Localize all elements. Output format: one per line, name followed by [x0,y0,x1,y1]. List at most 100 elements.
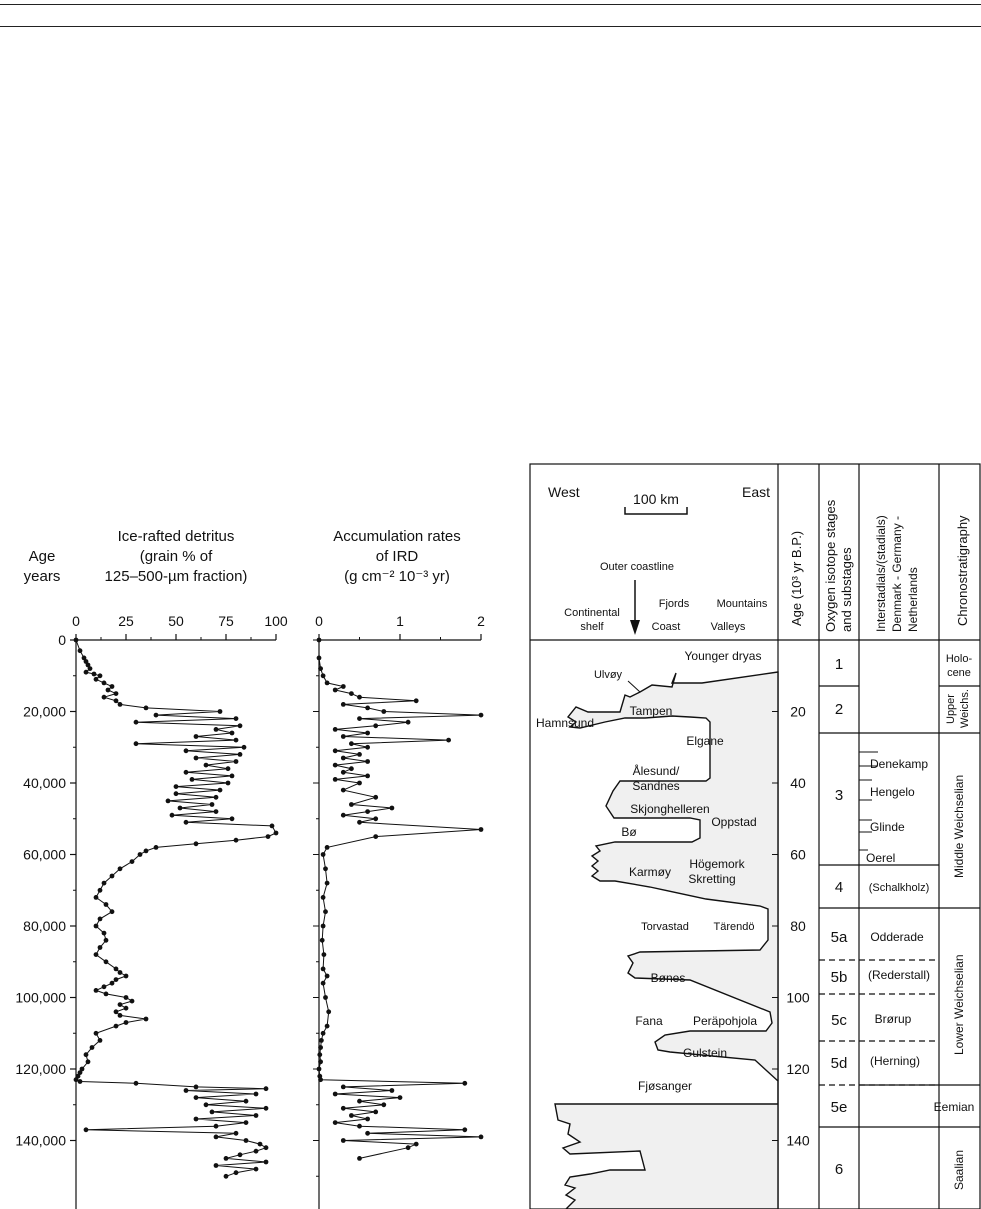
ird-data-point [117,1013,123,1018]
inter-header-1: Interstadials/(stadials) [874,515,888,632]
acc-data-point [323,909,328,915]
acc-data-point [357,752,362,757]
ird-data-point [223,1156,229,1161]
hamnsund-label: Hamnsund [536,716,594,730]
ird-data-point [193,1095,199,1100]
acc-data-point [332,748,338,754]
holocene-label-2: cene [947,667,971,679]
acc-data-point [357,716,362,721]
ird-data-point [189,777,195,782]
ird-data-point [133,741,139,747]
stage-4: 4 [835,879,843,896]
ird-data-point [183,1088,189,1093]
ird-data-point [253,1166,259,1172]
acc-data-point [357,1156,362,1161]
ird-data-point [113,1023,119,1029]
ird-data-point [79,1066,85,1072]
ird-data-point [243,1098,249,1104]
ird-xtick-label: 75 [218,613,234,629]
ird-data-point [241,744,247,750]
acc-data-point [397,1095,403,1100]
age-tick-label: 60 [790,847,806,863]
brorup-label: Brørup [875,1012,912,1026]
acc-data-point [332,1120,338,1125]
acc-data-point [349,691,354,696]
lower-weichselian-label: Lower Weichselian [952,955,966,1056]
ird-data-point [269,823,275,829]
acc-data-point [365,759,370,764]
age-axis-title-2: years [24,568,61,585]
ird-data-point [225,780,231,786]
acc-data-point [332,762,338,768]
glinde-label: Glinde [870,820,905,834]
schalkholz-label: (Schalkholz) [869,882,930,894]
ird-data-point [97,1038,103,1043]
acc-data-point [320,923,326,929]
ird-data-point [93,676,99,682]
ird-data-point [243,1120,249,1125]
hengelo-label: Hengelo [870,785,915,799]
ird-data-point [103,937,109,943]
age-column-header: Age (10³ yr B.P.) [789,531,804,626]
ird-data-point [123,995,129,1000]
stage-6: 6 [835,1161,843,1178]
age-tick-label: 100 [786,990,810,1006]
upper-weichs-label-2: Weichs. [959,689,971,728]
ird-data-point [103,959,109,965]
ird-xtick-label: 25 [118,613,134,629]
acc-data-point [332,777,338,782]
ird-data-point [109,873,115,879]
strat-frame [529,463,981,1209]
ird-data-point [113,698,119,704]
ird-data-point [101,984,107,990]
ird-data-point [213,727,219,732]
oppstad-label: Oppstad [711,815,756,829]
bo-label: Bø [621,825,637,839]
acc-data-point [357,694,362,700]
ird-data-point [183,819,189,825]
acc-subtitle: of IRD [376,548,419,565]
skretting-label: Skretting [688,872,735,886]
acc-data-point [332,1091,338,1097]
acc-data-point [324,880,330,886]
ird-data-point [101,880,107,886]
odderade-label: Odderade [870,930,924,944]
west-label: West [548,484,580,500]
eemian-label: Eemian [934,1100,975,1114]
ird-data-point [263,1145,269,1151]
denekamp-label: Denekamp [870,757,928,771]
acc-data-point [320,895,326,900]
inter-header-3: Netherlands [906,567,920,632]
acc-data-point [316,637,322,643]
ird-xtick-label: 0 [72,613,80,629]
acc-data-point [316,655,322,661]
acc-data-point [446,737,451,743]
acc-data-point [349,766,354,772]
ird-data-point [73,637,79,643]
acc-data-point [320,852,326,857]
age-tick-label: 140 [786,1133,810,1149]
outer-coastline-label: Outer coastline [600,561,674,573]
scale-bar [624,507,688,515]
ird-data-point [233,716,239,721]
acc-data-point [320,980,326,986]
stage-5b: 5b [831,969,848,986]
ird-data-point [77,648,83,654]
age-tick-label: 80 [790,918,806,934]
acc-xtick-label: 0 [315,613,323,629]
ird-xtick-label: 100 [264,613,288,629]
ird-data-point [81,655,87,661]
acc-data-point [323,995,328,1000]
stage-5d: 5d [831,1055,848,1072]
ird-data-point [237,752,243,757]
ird-data-point [93,952,99,957]
acc-data-point [340,812,346,818]
ird-data-point [137,852,143,857]
skjonghelleren-label: Skjonghelleren [630,802,709,816]
acc-title: Accumulation rates [333,528,461,545]
isotope-header-2: and substages [839,547,854,632]
continental-label: Continental [564,607,620,619]
ird-data-point [101,694,107,700]
top-rule-1 [0,4,981,5]
acc-data-point [323,866,328,872]
